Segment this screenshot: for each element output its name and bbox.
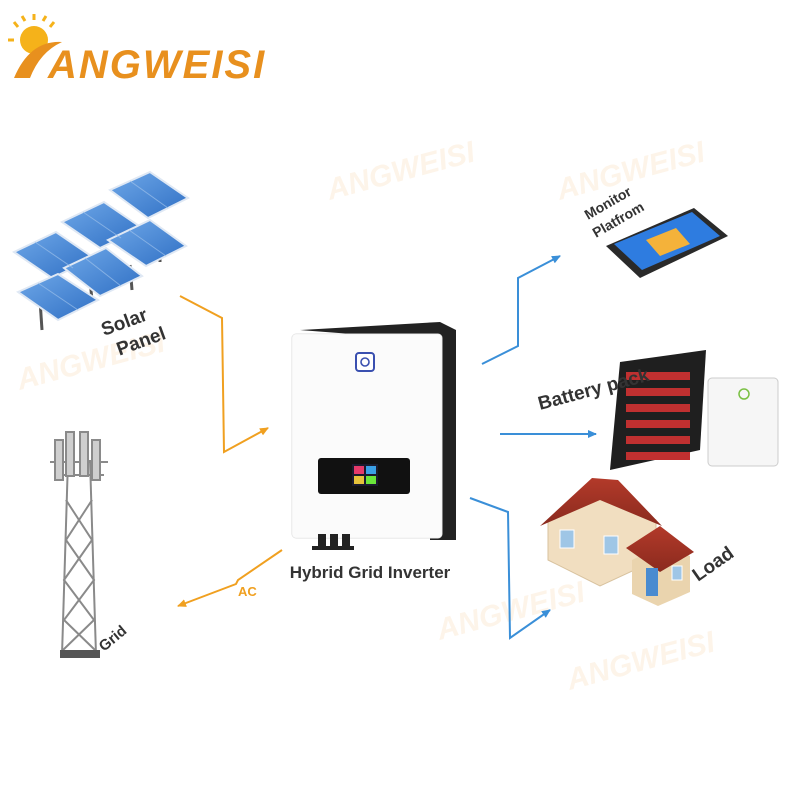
inverter-illustration [291, 322, 456, 550]
watermark-1: ANGWEISI [322, 135, 479, 207]
solar-to-inverter-arrow [179, 295, 269, 454]
inverter-to-monitor-arrow [481, 255, 561, 365]
ac-label: AC [238, 584, 257, 599]
monitor-phone-illustration [606, 208, 728, 278]
inverter-title: Hybrid Grid Inverter [290, 563, 451, 582]
ac-flow-arrow [177, 549, 283, 607]
power-icon [355, 352, 375, 372]
solar-panel-illustration [12, 170, 190, 331]
inverter-to-load-arrow [469, 497, 551, 640]
inverter-display [352, 464, 378, 486]
house-illustration [540, 478, 694, 606]
battery-pack-illustration [610, 350, 779, 470]
load-label: Load [689, 543, 738, 586]
grid-label: Grid [96, 622, 131, 655]
watermark-6: ANGWEISI [562, 625, 719, 697]
grid-tower-illustration [50, 431, 108, 658]
brand-name: ANGWEISI [47, 43, 266, 87]
sun-icon [8, 14, 62, 78]
brand-logo: ANGWEISI [8, 14, 266, 87]
